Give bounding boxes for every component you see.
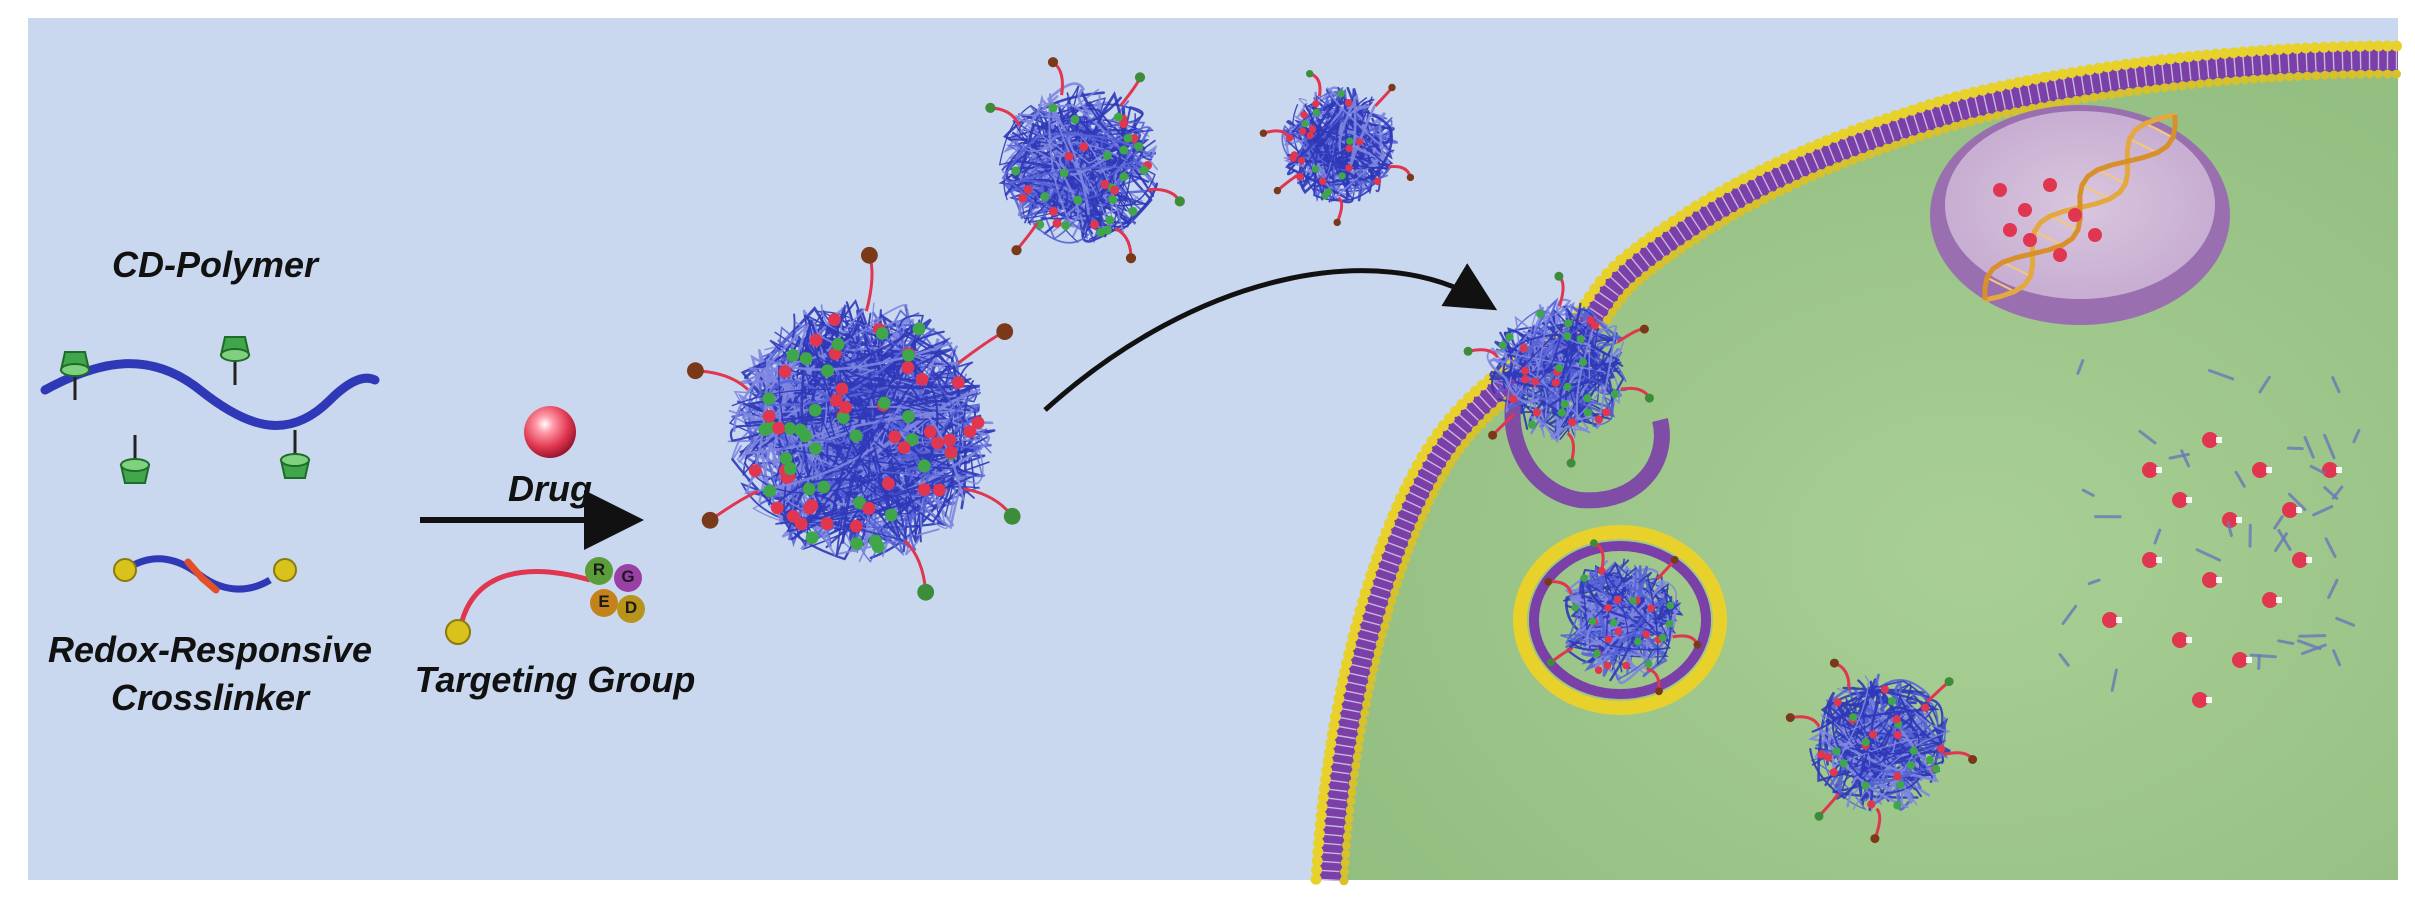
nuclear-drug xyxy=(2003,223,2017,237)
released-drug xyxy=(2142,462,2158,478)
released-drug xyxy=(2282,502,2298,518)
nuclear-drug xyxy=(2053,248,2067,262)
polymer-fragment xyxy=(2288,448,2302,449)
targeting-letter-r: R xyxy=(585,560,613,580)
drug-label: Drug xyxy=(480,466,620,511)
released-drug xyxy=(2202,572,2218,588)
targeting-letter-d: D xyxy=(617,598,645,618)
released-drug xyxy=(2252,462,2268,478)
released-drug xyxy=(2292,552,2308,568)
drug-ball xyxy=(524,406,576,458)
released-drug xyxy=(2102,612,2118,628)
nuclear-drug xyxy=(2088,228,2102,242)
released-drug xyxy=(2142,552,2158,568)
nuclear-drug xyxy=(2043,178,2057,192)
nucleus xyxy=(1930,105,2230,325)
targeting-letter-g: G xyxy=(614,567,642,587)
polymer-fragment xyxy=(2251,655,2275,657)
nuclear-drug xyxy=(2068,208,2082,222)
targeting-letter-e: E xyxy=(590,592,618,612)
polymer-fragment xyxy=(2259,656,2260,669)
released-drug xyxy=(2262,592,2278,608)
released-drug xyxy=(2202,432,2218,448)
nuclear-drug xyxy=(2023,233,2037,247)
nuclear-drug xyxy=(2018,203,2032,217)
targeting-anchor xyxy=(446,620,470,644)
cd-polymer-label: CD-Polymer xyxy=(90,242,340,287)
released-drug xyxy=(2172,632,2188,648)
targeting-group-label: Targeting Group xyxy=(405,657,705,702)
crosslinker-label-line2: Crosslinker xyxy=(40,675,380,720)
nuclear-drug xyxy=(1993,183,2007,197)
released-drug xyxy=(2232,652,2248,668)
released-drug xyxy=(2172,492,2188,508)
polymer-fragment xyxy=(2300,636,2325,637)
crosslinker-end xyxy=(114,559,136,581)
crosslinker-end xyxy=(274,559,296,581)
crosslinker-label-line1: Redox-Responsive xyxy=(40,627,380,672)
drug-sphere xyxy=(524,406,576,458)
released-drug xyxy=(2322,462,2338,478)
released-drug xyxy=(2192,692,2208,708)
